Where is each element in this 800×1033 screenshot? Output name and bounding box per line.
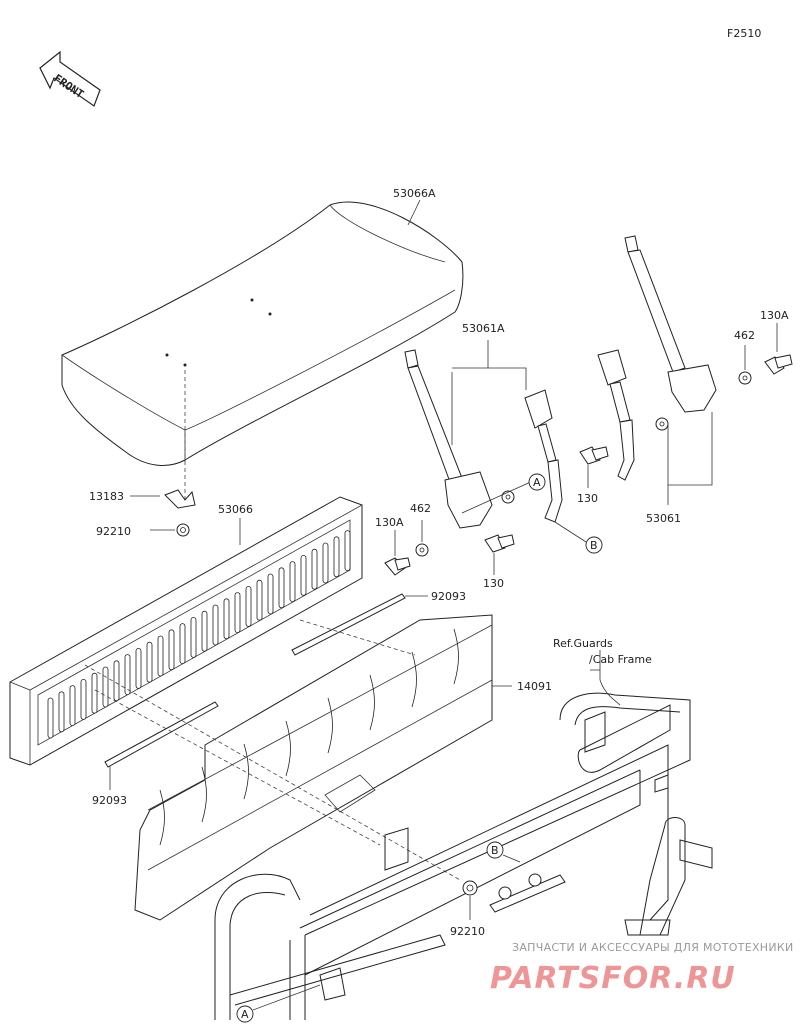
cover-rib bbox=[159, 789, 165, 846]
watermark-tagline: ЗАПЧАСТИ И АКСЕССУАРЫ ДЛЯ МОТОТЕХНИКИ bbox=[512, 941, 794, 954]
svg-text:B: B bbox=[590, 539, 598, 552]
cover-rib bbox=[369, 674, 375, 731]
ref-note-line2: /Cab Frame bbox=[589, 653, 652, 666]
label-92210-bottom: 92210 bbox=[450, 925, 485, 938]
seat-back-slot bbox=[300, 555, 307, 596]
seat-back-slot bbox=[146, 641, 153, 683]
label-130-mid: 130 bbox=[483, 577, 504, 590]
label-462-left: 462 bbox=[410, 502, 431, 515]
seat-back-slot bbox=[124, 654, 131, 695]
label-92093-upper: 92093 bbox=[431, 590, 466, 603]
seat-back-slot bbox=[91, 672, 98, 714]
seat-back-slot bbox=[47, 697, 54, 739]
label-92210-top: 92210 bbox=[96, 525, 131, 538]
cover-rib bbox=[453, 628, 459, 685]
seat-back-slot bbox=[135, 648, 142, 689]
label-92093-lower: 92093 bbox=[92, 794, 127, 807]
label-53061A: 53061A bbox=[462, 322, 505, 335]
seat-back-slot bbox=[69, 685, 76, 726]
seat-back-slot bbox=[157, 635, 164, 677]
svg-text:A: A bbox=[241, 1008, 249, 1021]
seat-back-slot bbox=[212, 604, 219, 646]
seat-cushion bbox=[61, 201, 464, 500]
seat-back-slot bbox=[278, 567, 285, 609]
figure-code: F2510 bbox=[727, 27, 761, 40]
front-arrow-icon: FRONT bbox=[39, 50, 101, 107]
cover-rib bbox=[201, 766, 207, 823]
bolt-mid bbox=[484, 534, 515, 553]
label-53061: 53061 bbox=[646, 512, 681, 525]
cover-rib bbox=[243, 743, 249, 800]
label-130A-left: 130A bbox=[375, 516, 404, 529]
nut-bottom bbox=[462, 880, 478, 896]
seat-back-slot bbox=[168, 629, 175, 671]
label-130-right: 130 bbox=[577, 492, 598, 505]
bolt-left bbox=[384, 557, 411, 576]
bolt-right-small bbox=[579, 446, 609, 465]
label-53066: 53066 bbox=[218, 503, 253, 516]
cover-rib bbox=[285, 720, 291, 777]
seat-back-slot bbox=[201, 610, 208, 652]
seat-back-slot bbox=[256, 579, 263, 621]
bolt-right bbox=[764, 354, 793, 375]
seal-strip-upper bbox=[291, 593, 406, 656]
label-53066A: 53066A bbox=[393, 187, 436, 200]
seat-back-slot bbox=[58, 691, 65, 733]
cover-rib bbox=[327, 697, 333, 754]
cover-rib bbox=[411, 651, 417, 708]
seat-back-slot bbox=[311, 548, 318, 590]
callout-a-bottom: A bbox=[236, 1005, 254, 1023]
svg-text:B: B bbox=[491, 844, 499, 857]
rear-cover-panel bbox=[134, 614, 493, 921]
seat-back-slot bbox=[179, 623, 186, 664]
seat-back-slot bbox=[80, 679, 87, 720]
washer-left bbox=[415, 543, 429, 557]
seat-back-slot bbox=[190, 617, 197, 658]
callout-b-bottom: B bbox=[486, 841, 504, 859]
watermark-brand: PARTSFOR.RU bbox=[490, 961, 736, 996]
seat-back-slot bbox=[223, 598, 230, 640]
clip-part bbox=[164, 489, 196, 537]
seat-back-slot bbox=[333, 536, 340, 578]
seat-back-slot bbox=[344, 530, 351, 571]
seal-strip-lower bbox=[104, 701, 219, 768]
svg-text:A: A bbox=[533, 476, 541, 489]
seat-back-slot bbox=[113, 660, 120, 702]
seat-back bbox=[9, 496, 363, 766]
cab-frame bbox=[214, 692, 713, 1020]
seat-back-slot bbox=[267, 573, 274, 615]
label-13183: 13183 bbox=[89, 490, 124, 503]
label-14091: 14091 bbox=[517, 680, 552, 693]
seat-back-slot bbox=[234, 592, 241, 633]
callout-a-top: A bbox=[528, 473, 546, 491]
seat-back-slot bbox=[322, 542, 329, 584]
label-130A-right: 130A bbox=[760, 309, 789, 322]
washer-right bbox=[738, 371, 752, 385]
ref-note-line1: Ref.Guards bbox=[553, 637, 613, 650]
seat-back-slot bbox=[102, 666, 109, 708]
seat-belt-retractor-right bbox=[597, 235, 717, 481]
callout-b-top: B bbox=[585, 536, 603, 554]
seat-back-slot bbox=[289, 561, 296, 602]
label-462-right: 462 bbox=[734, 329, 755, 342]
seat-back-slot bbox=[245, 586, 252, 627]
